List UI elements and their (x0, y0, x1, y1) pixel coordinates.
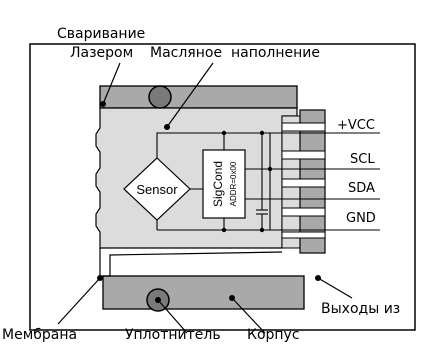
junction-dot (221, 130, 227, 136)
pin-slot-sda (281, 178, 326, 188)
callout-outputs (317, 277, 353, 299)
pin-label-vcc: +VCC (337, 118, 375, 133)
membrane (99, 248, 283, 277)
top-seal (148, 85, 172, 109)
callout-dot-seal (155, 297, 161, 303)
callout-seal (157, 299, 188, 334)
callout-oil (166, 62, 214, 128)
chip-address: ADDR=0x00 (229, 161, 238, 206)
junction-dot (259, 227, 265, 233)
label-welding: Сваривание (57, 26, 146, 42)
sigcond-chip (202, 149, 246, 219)
oil-filled-body (95, 107, 298, 249)
pin-label-gnd: GND (346, 211, 376, 226)
callout-dot-oil (164, 124, 170, 130)
bottom-housing (102, 275, 305, 310)
junction-dot (221, 227, 227, 233)
top-housing (99, 85, 298, 109)
diagram-frame (29, 43, 416, 331)
callout-dot-membrane (97, 275, 103, 281)
chip-name: SigCond (211, 161, 225, 207)
label-membrane: Мембрана (2, 327, 78, 343)
callout-dot-housing (229, 295, 235, 301)
label-outputs: Выходы из (321, 301, 401, 317)
pin-slot-extra (281, 231, 326, 239)
callout-dot-welding (100, 101, 106, 107)
sensor-symbol (123, 157, 191, 221)
callout-membrane (57, 277, 101, 325)
pin-label-scl: SCL (350, 152, 375, 167)
junction-dot (267, 166, 273, 172)
callout-welding (102, 62, 121, 105)
junction-dot (259, 130, 265, 136)
callout-dots (97, 101, 321, 303)
pin-label-sda: SDA (348, 181, 375, 196)
pin-slot-gnd (281, 207, 326, 217)
label-housing: Корпус (247, 327, 300, 343)
callout-dot-outputs (315, 275, 321, 281)
callout-housing (231, 297, 266, 334)
sensor-label: Sensor (136, 182, 178, 197)
wire-vcc (156, 132, 380, 160)
pin-slot-vcc (281, 122, 326, 132)
label-seal: Уплотнитель (125, 327, 221, 343)
label-oil-fill: Масляное наполнение (150, 45, 320, 61)
pin-slot-scl (281, 150, 326, 160)
junction-dots (221, 130, 273, 233)
label-laser: Лазером (70, 45, 134, 61)
callout-lines (57, 62, 353, 334)
pin-slots (281, 122, 326, 239)
